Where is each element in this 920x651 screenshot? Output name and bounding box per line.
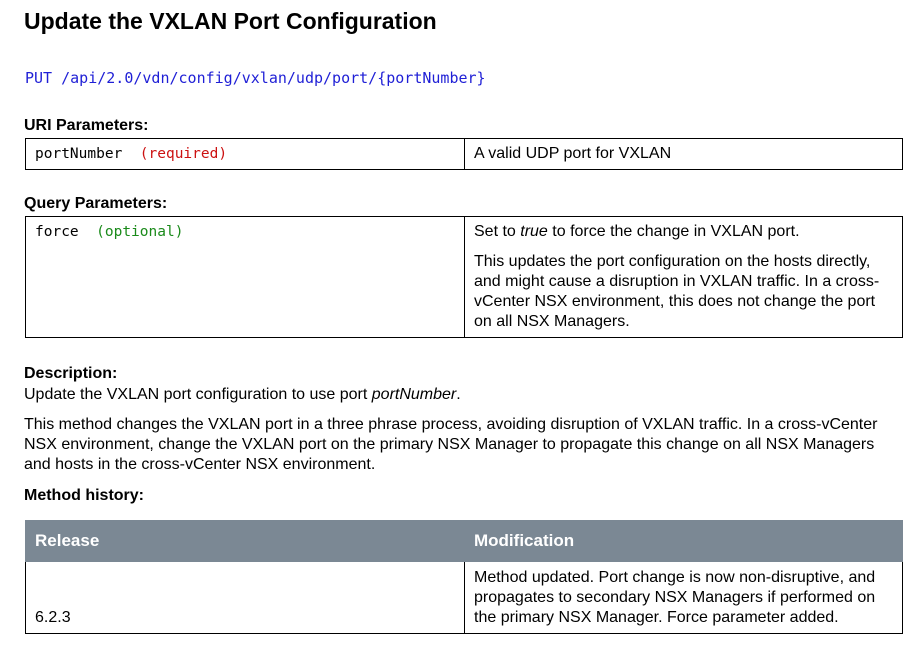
uri-parameters-heading: URI Parameters: xyxy=(24,117,149,134)
description-paragraph: This method changes the VXLAN port in a … xyxy=(24,416,878,473)
release-cell: 6.2.3 xyxy=(25,561,465,634)
param-description-suffix: to force the change in VXLAN port. xyxy=(547,223,800,240)
param-description-cell: A valid UDP port for VXLAN xyxy=(464,138,903,170)
method-history-table: Release Modification 6.2.3 Method update… xyxy=(25,520,903,634)
column-header-release: Release xyxy=(25,520,465,562)
description-summary-suffix: . xyxy=(456,386,461,403)
api-endpoint: PUT /api/2.0/vdn/config/vxlan/udp/port/{… xyxy=(25,69,486,87)
query-parameters-table: force (optional) Set to true to force th… xyxy=(25,216,903,338)
modification-cell: Method updated. Port change is now non-d… xyxy=(464,561,903,634)
param-description-cell: Set to true to force the change in VXLAN… xyxy=(464,216,903,338)
param-description: Set to true to force the change in VXLAN… xyxy=(474,222,893,242)
table-row: force (optional) Set to true to force th… xyxy=(25,216,903,338)
param-description: A valid UDP port for VXLAN xyxy=(474,145,672,162)
description-summary: Update the VXLAN port configuration to u… xyxy=(24,385,904,405)
method-history-heading: Method history: xyxy=(24,487,144,504)
uri-parameters-table: portNumber (required) A valid UDP port f… xyxy=(25,138,903,170)
column-header-modification: Modification xyxy=(464,520,903,562)
page-title: Update the VXLAN Port Configuration xyxy=(24,8,437,34)
description-summary-prefix: Update the VXLAN port configuration to u… xyxy=(24,386,372,403)
param-optional-label: (optional) xyxy=(96,224,184,240)
param-name-cell: force (optional) xyxy=(25,216,465,338)
table-row: portNumber (required) A valid UDP port f… xyxy=(25,138,903,170)
param-name-cell: portNumber (required) xyxy=(25,138,465,170)
param-description-prefix: Set to xyxy=(474,223,521,240)
query-parameters-heading: Query Parameters: xyxy=(24,195,168,212)
param-required-label: (required) xyxy=(139,146,228,162)
table-row: 6.2.3 Method updated. Port change is now… xyxy=(25,561,903,634)
description-summary-emphasis: portNumber xyxy=(371,386,457,403)
param-description-detail: This updates the port configuration on t… xyxy=(474,253,880,330)
param-name: portNumber xyxy=(35,146,123,162)
param-description-emphasis: true xyxy=(520,223,548,240)
table-header-row: Release Modification xyxy=(25,520,903,562)
description-heading: Description: xyxy=(24,365,118,382)
param-name: force xyxy=(35,224,79,240)
